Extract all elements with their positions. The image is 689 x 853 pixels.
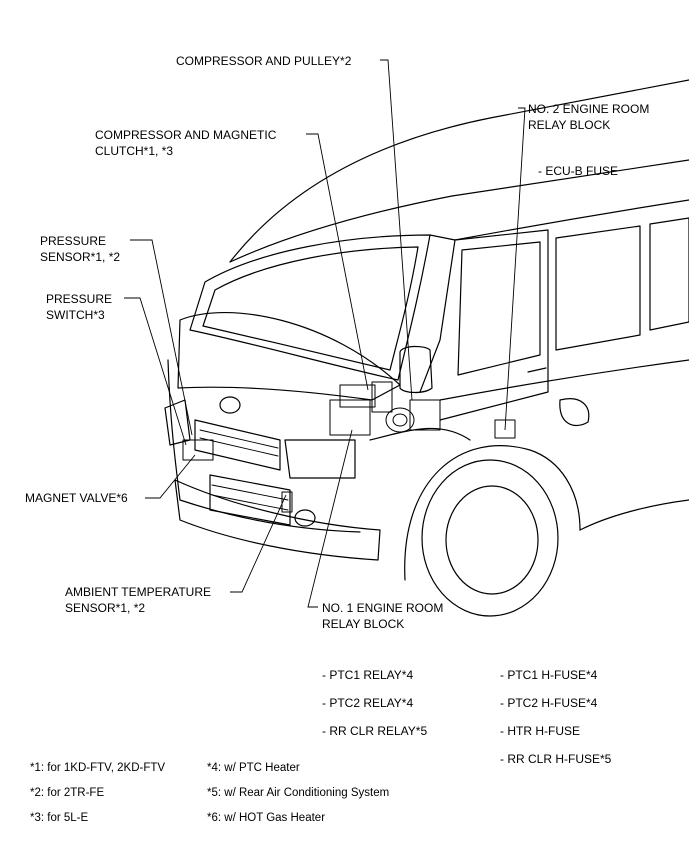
footnote: *1: for 1KD-FTV, 2KD-FTV — [30, 762, 166, 774]
footnote: *5: w/ Rear Air Conditioning System — [207, 787, 390, 799]
footnote: *4: w/ PTC Heater — [207, 762, 300, 774]
label-compressor-pulley: COMPRESSOR AND PULLEY*2 — [176, 54, 352, 68]
fuse-item: - PTC1 H-FUSE*4 — [500, 668, 598, 682]
grille-upper — [194, 419, 281, 471]
footnote: *3: for 5L-E — [30, 812, 89, 824]
side-mirror — [399, 345, 433, 394]
fuse-item: - PTC2 H-FUSE*4 — [500, 696, 598, 710]
leader-ambient-sensor — [230, 494, 287, 593]
roof-rear-edge — [451, 159, 689, 197]
footnote: *2: for 2TR-FE — [30, 787, 105, 799]
label-ecu-b-fuse: - ECU-B FUSE — [538, 164, 619, 178]
leader-magnet-valve — [145, 454, 196, 499]
fuse-item: - HTR H-FUSE — [500, 724, 580, 738]
relay-item: - PTC2 RELAY*4 — [322, 696, 414, 710]
wheel-arch — [404, 445, 581, 581]
side-belt-line — [439, 359, 689, 401]
front-rim — [445, 485, 539, 595]
leader-ecu-b — [504, 107, 526, 431]
leader-compressor-magnetic — [306, 133, 369, 391]
roof-front-curve — [229, 195, 453, 263]
footnote: *6: w/ HOT Gas Heater — [207, 812, 326, 824]
label-magnet-valve: MAGNET VALVE*6 — [25, 491, 128, 505]
leader-compressor-pulley — [380, 59, 413, 401]
relay-item: - PTC1 RELAY*4 — [322, 668, 414, 682]
front-tire — [421, 459, 559, 617]
front-fender — [369, 427, 471, 441]
hood — [177, 311, 401, 401]
fuel-lid — [559, 398, 590, 427]
sliding-door-window — [555, 225, 641, 351]
front-door-window — [457, 241, 541, 376]
grille-lower — [209, 474, 291, 526]
footnotes-right: *4: w/ PTC Heater *5: w/ Rear Air Condit… — [207, 760, 389, 826]
windshield — [189, 234, 431, 381]
side-body-top — [454, 199, 689, 241]
footnotes-left: *1: for 1KD-FTV, 2KD-FTV *2: for 2TR-FE … — [30, 760, 165, 826]
rear-window — [649, 217, 689, 331]
a-pillar — [419, 234, 456, 393]
emblem — [219, 396, 241, 414]
front-face — [167, 359, 361, 533]
fuse-list: - PTC1 H-FUSE*4 - PTC2 H-FUSE*4 - HTR H-… — [500, 667, 611, 767]
relay-item: - RR CLR RELAY*5 — [322, 724, 428, 738]
leader-pressure-sensor — [130, 239, 193, 436]
front-door — [439, 229, 549, 421]
leader-pressure-switch — [124, 297, 187, 446]
windshield-inner — [202, 246, 419, 371]
relay-list: - PTC1 RELAY*4 - PTC2 RELAY*4 - RR CLR R… — [322, 667, 427, 739]
fuse-item: - RR CLR H-FUSE*5 — [500, 752, 612, 766]
front-bumper — [174, 479, 381, 561]
leader-no1-relay — [307, 429, 353, 608]
door-handle — [527, 367, 547, 373]
engine-components — [182, 381, 516, 513]
roof-outline — [229, 79, 689, 263]
grille-slats — [199, 429, 289, 511]
headlamp-right — [284, 439, 356, 479]
rear-body-lower — [579, 499, 689, 531]
fog-lamp — [294, 509, 316, 527]
